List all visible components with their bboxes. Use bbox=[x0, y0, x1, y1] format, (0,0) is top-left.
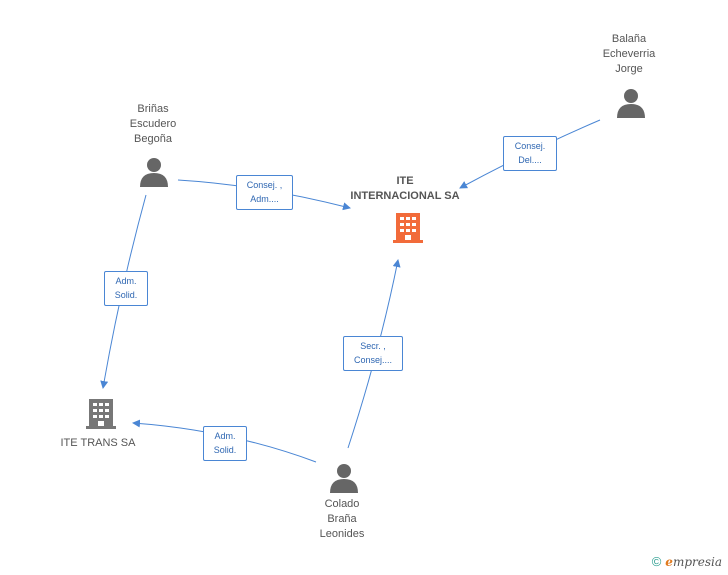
building-icon[interactable] bbox=[86, 397, 116, 429]
copyright-icon: © bbox=[651, 554, 662, 569]
person-label-brinas: Briñas Escudero Begoña bbox=[129, 103, 177, 145]
building-icon[interactable] bbox=[393, 211, 423, 243]
company-label-ite-internacional: ITE INTERNACIONAL SA bbox=[350, 175, 460, 202]
brand-logo[interactable]: empresia bbox=[665, 554, 722, 569]
person-icon[interactable] bbox=[140, 157, 168, 187]
edge-label-balana-internacional[interactable]: Consej. Del.... bbox=[503, 136, 557, 171]
edge-label-brinas-trans[interactable]: Adm. Solid. bbox=[104, 271, 148, 306]
person-icon[interactable] bbox=[617, 88, 645, 118]
person-label-colado: Colado Braña Leonides bbox=[319, 498, 365, 540]
edge-label-brinas-internacional[interactable]: Consej. , Adm.... bbox=[236, 175, 293, 210]
person-label-balana: Balaña Echeverria Jorge bbox=[602, 33, 656, 75]
edge-label-colado-trans[interactable]: Adm. Solid. bbox=[203, 426, 247, 461]
person-icon[interactable] bbox=[330, 463, 358, 493]
footer-brand: © empresia bbox=[652, 554, 722, 569]
company-label-ite-trans: ITE TRANS SA bbox=[60, 437, 136, 449]
edge-label-colado-internacional[interactable]: Secr. , Consej.... bbox=[343, 336, 403, 371]
